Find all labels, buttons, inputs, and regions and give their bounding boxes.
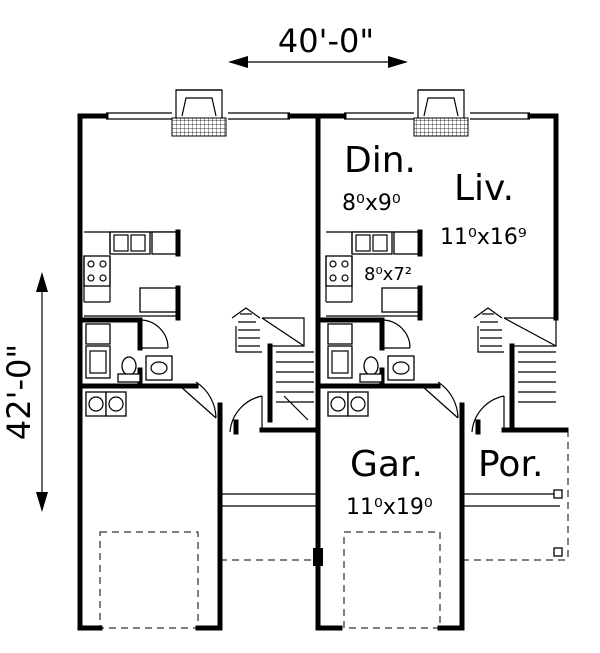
exterior-walls bbox=[77, 113, 559, 631]
bath-right bbox=[319, 317, 415, 389]
depth-dimension: 42'-0" bbox=[0, 272, 48, 512]
fireplace-right bbox=[413, 89, 469, 137]
garage-walls-left bbox=[77, 381, 321, 629]
garage-size: 11⁰x19⁰ bbox=[346, 495, 433, 520]
stairs-left bbox=[231, 307, 314, 423]
stairs-right bbox=[473, 307, 557, 433]
living-room-size: 11⁰x16⁹ bbox=[440, 225, 527, 250]
bath-left bbox=[77, 317, 173, 389]
kitchen-size: 8⁰x7² bbox=[364, 264, 412, 285]
depth-dimension-label: 42'-0" bbox=[0, 344, 38, 440]
living-room-label: Liv. bbox=[454, 168, 514, 209]
dining-room-size: 8⁰x9⁰ bbox=[342, 191, 401, 216]
width-dimension-label: 40'-0" bbox=[278, 22, 374, 60]
top-windows bbox=[106, 112, 530, 120]
garage-label: Gar. bbox=[350, 444, 423, 485]
dining-room-label: Din. bbox=[344, 140, 416, 181]
porch-label: Por. bbox=[478, 444, 543, 485]
garage-walls-right bbox=[319, 381, 569, 629]
fireplace-left bbox=[171, 89, 227, 137]
kitchen-right bbox=[325, 229, 423, 321]
width-dimension: 40'-0" bbox=[228, 22, 408, 68]
kitchen-left bbox=[83, 229, 181, 321]
